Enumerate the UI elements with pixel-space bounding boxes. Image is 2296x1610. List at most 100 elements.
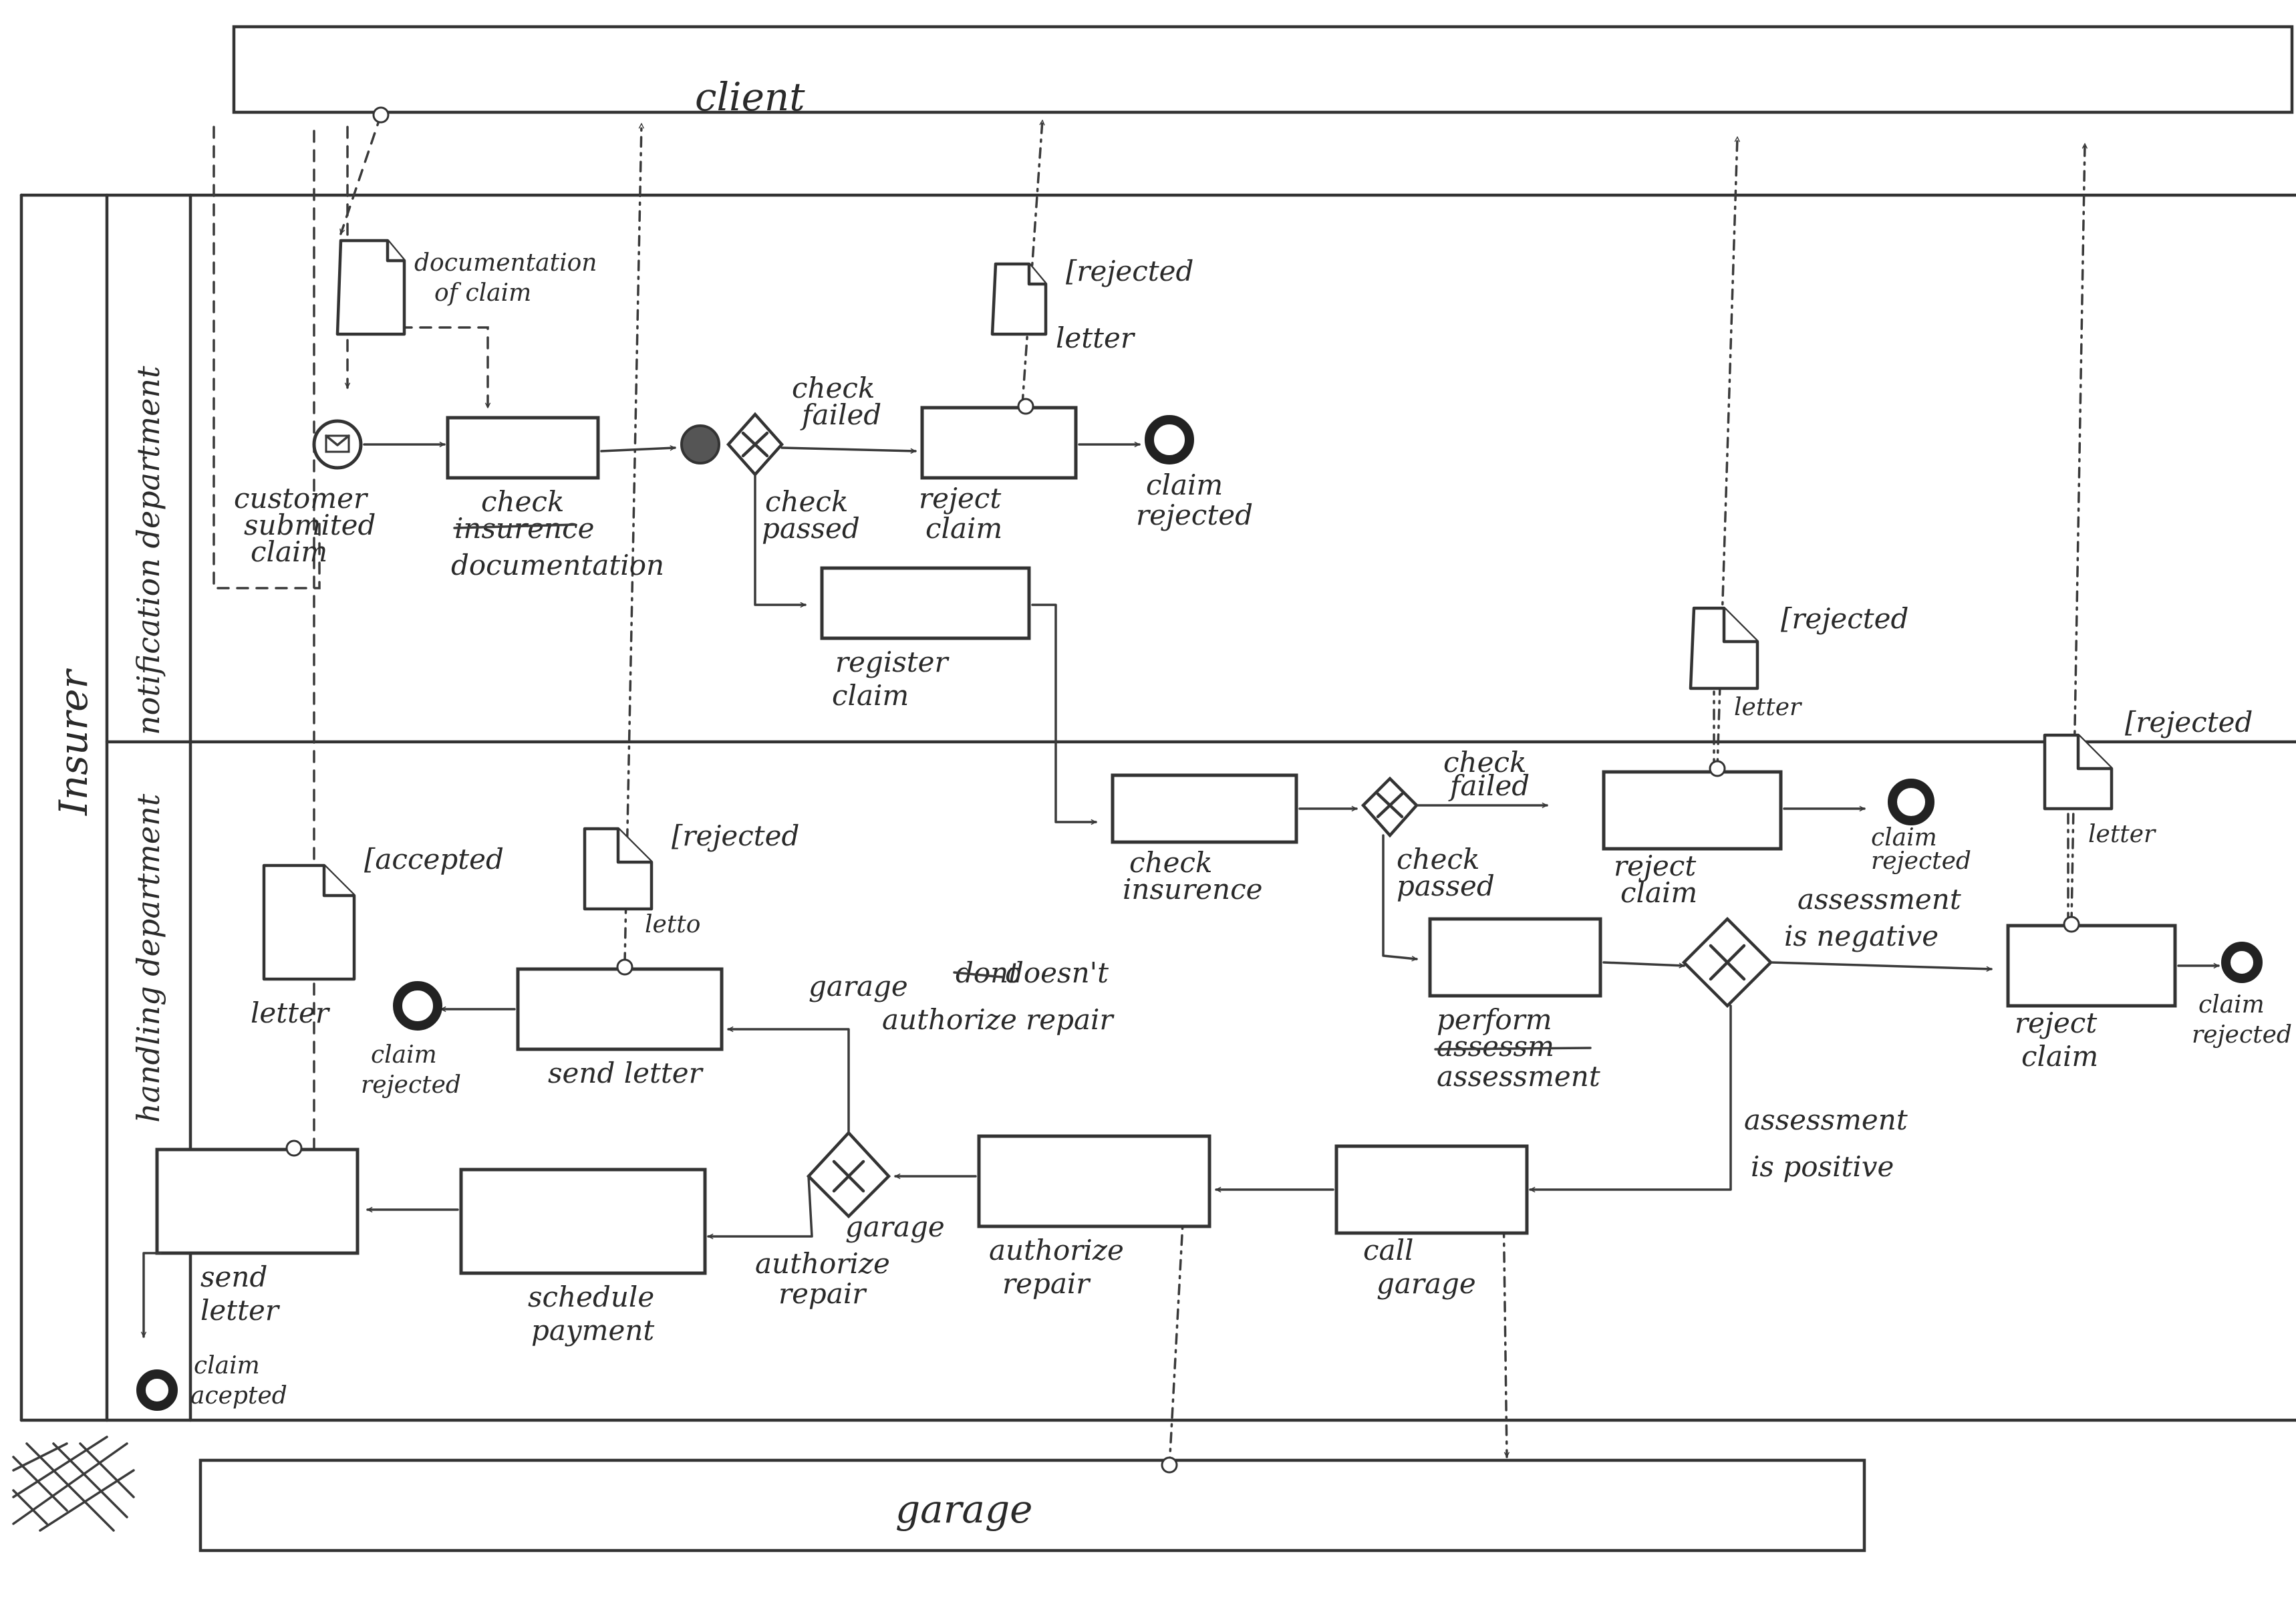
doc-rejected-letter-handling-1-label-2: letter — [1734, 694, 1802, 721]
task-perform-assessment-label-2: assessm — [1437, 1030, 1554, 1063]
task-register-claim-label-1: register — [835, 646, 950, 678]
task-reject-claim-handling-2-label-2: claim — [2021, 1040, 2098, 1073]
message-attach — [372, 106, 390, 124]
flow-garage-dont-label-3: doesn't — [1006, 956, 1109, 989]
task-register-claim: register claim — [820, 566, 1031, 712]
gateway-assessment — [1681, 916, 1773, 1009]
task-register-claim-label-2: claim — [832, 679, 909, 712]
task-check-documentation: check insurence documentation — [446, 416, 664, 581]
lane-notification-label: notification department — [130, 366, 166, 735]
gateway-check-insurence — [1360, 776, 1419, 838]
pool-client-label: client — [695, 74, 805, 120]
doc-documentation-of-claim-label-2: of claim — [434, 279, 531, 307]
task-check-insurence: check insurence — [1111, 773, 1298, 906]
end-event-claim-rejected-handling-2-label-1: claim — [2198, 991, 2265, 1019]
task-schedule-payment: schedule payment — [459, 1168, 707, 1347]
end-event-claim-rejected-handling-3-label-1: claim — [371, 1041, 437, 1069]
task-reject-claim-handling-1-label-1: reject — [1614, 849, 1696, 882]
task-perform-assessment-label-3: assessment — [1437, 1060, 1600, 1093]
task-send-letter-label-2: letter — [200, 1294, 281, 1327]
corner-scribble — [12, 1436, 135, 1532]
pool-garage-label: garage — [895, 1486, 1032, 1532]
task-reject-claim-notification-label-1: reject — [919, 482, 1001, 515]
flow-check-passed-label-2: passed — [762, 512, 860, 545]
doc-rejected-letter-handling-1: [rejected letter — [1689, 602, 1908, 721]
doc-rejected-letter-handling-2-label-1: [rejected — [2125, 706, 2253, 739]
task-check-insurence-label-2: insurence — [1123, 873, 1262, 906]
task-reject-claim-handling-1-label-2: claim — [1620, 876, 1697, 909]
doc-rejected-letter-handling-1-label-1: [rejected — [1781, 602, 1908, 635]
doc-rejected-letter-handling-3-label-1: [rejected — [672, 819, 799, 852]
gateway-check-documentation — [726, 412, 784, 477]
doc-documentation-of-claim-label-1: documentation — [414, 249, 597, 277]
flow-check-passed-label-1: check — [765, 485, 848, 518]
task-schedule-payment-label-1: schedule — [528, 1281, 654, 1313]
doc-documentation-of-claim: documentation of claim — [335, 239, 597, 336]
task-send-letter-rejected: send letter — [516, 967, 724, 1089]
message-attach — [285, 1139, 303, 1157]
flow-check-failed-label-1: check — [792, 372, 875, 404]
task-reject-claim-notification-label-2: claim — [925, 512, 1002, 545]
task-call-garage-label-1: call — [1363, 1234, 1413, 1266]
message-attach — [1017, 398, 1034, 415]
end-event-claim-rejected-handling-3 — [393, 981, 442, 1031]
gateway-garage-authorization — [806, 1130, 891, 1219]
flow-assessment-negative-label-1: assessment — [1798, 883, 1961, 916]
doc-rejected-letter-notification-label-1: [rejected — [1066, 255, 1193, 287]
intermediate-event — [680, 424, 720, 464]
flow-check-passed-handling-label-1: check — [1397, 843, 1479, 876]
end-event-claim-rejected-handling-2 — [2221, 942, 2263, 983]
message-attach — [1709, 760, 1726, 777]
task-reject-claim-handling-2: reject claim — [2006, 924, 2177, 1073]
task-check-documentation-label-3: documentation — [451, 549, 664, 581]
doc-rejected-letter-notification-label-2: letter — [1056, 321, 1136, 354]
end-event-claim-accepted — [136, 1369, 178, 1411]
doc-rejected-letter-handling-3: [rejected letto — [583, 819, 799, 938]
doc-rejected-letter-handling-2: [rejected letter — [2043, 706, 2253, 848]
task-schedule-payment-label-2: payment — [531, 1314, 654, 1347]
task-authorize-repair-label-1: authorize — [989, 1234, 1124, 1266]
doc-rejected-letter-notification: [rejected letter — [990, 255, 1193, 354]
task-call-garage-label-2: garage — [1377, 1267, 1476, 1300]
flow-check-passed-handling-label-2: passed — [1397, 869, 1495, 902]
flow-garage-authorize-label-2: authorize — [755, 1247, 890, 1280]
end-event-claim-rejected-handling-1-label-2: rejected — [1871, 847, 1971, 875]
task-reject-claim-handling-2-label-1: reject — [2015, 1007, 2097, 1039]
task-perform-assessment-label-1: perform — [1437, 1003, 1552, 1036]
start-event-label-1: customer — [234, 482, 369, 515]
end-event-claim-rejected-notification-label-2: rejected — [1136, 499, 1253, 531]
task-send-letter-rejected-label: send letter — [548, 1057, 704, 1089]
doc-rejected-letter-handling-3-label-2: letto — [645, 911, 700, 938]
start-event-label-2: submited — [244, 509, 376, 541]
task-check-documentation-label-1: check — [481, 485, 564, 518]
end-event-claim-rejected-handling-1 — [1888, 779, 1934, 825]
pool-insurer-label: Insurer — [51, 668, 96, 816]
pool-insurer: Insurer notification department handling… — [12, 193, 2296, 1532]
task-perform-assessment: perform assessm assessment — [1428, 917, 1602, 1093]
end-event-claim-rejected-handling-1-label-1: claim — [1871, 824, 1937, 851]
flow-check-failed-handling-label-1: check — [1443, 746, 1526, 779]
flow-garage-authorize-label-3: repair — [778, 1277, 867, 1310]
end-event-claim-accepted-label-1: claim — [194, 1352, 260, 1379]
end-event-claim-rejected-handling-2-label-2: rejected — [2192, 1021, 2292, 1049]
task-send-letter-label-1: send — [200, 1260, 267, 1293]
end-event-claim-rejected-notification-label-1: claim — [1146, 468, 1223, 501]
task-authorize-repair: authorize repair — [977, 1134, 1211, 1300]
doc-accepted-letter-label-1: [accepted — [364, 843, 504, 876]
task-call-garage: call garage — [1334, 1144, 1529, 1300]
task-authorize-repair-label-2: repair — [1002, 1267, 1091, 1300]
flow-check-failed-label-2: failed — [800, 398, 881, 431]
lane-handling-label: handling department — [130, 793, 166, 1123]
task-check-insurence-label-1: check — [1129, 846, 1212, 879]
message-attach — [616, 958, 633, 976]
message-attach — [2063, 916, 2080, 933]
end-event-claim-accepted-label-2: acepted — [190, 1382, 287, 1410]
doc-accepted-letter: [accepted letter — [251, 843, 504, 1029]
start-event: customer submited claim — [234, 419, 376, 568]
doc-accepted-letter-label-2: letter — [251, 996, 331, 1029]
end-event-claim-rejected-notification — [1145, 415, 1194, 464]
end-event-claim-rejected-handling-3-label-2: rejected — [361, 1071, 461, 1099]
pool-client: client — [232, 25, 2294, 120]
flow-garage-authorize-label-1: garage — [845, 1210, 945, 1243]
